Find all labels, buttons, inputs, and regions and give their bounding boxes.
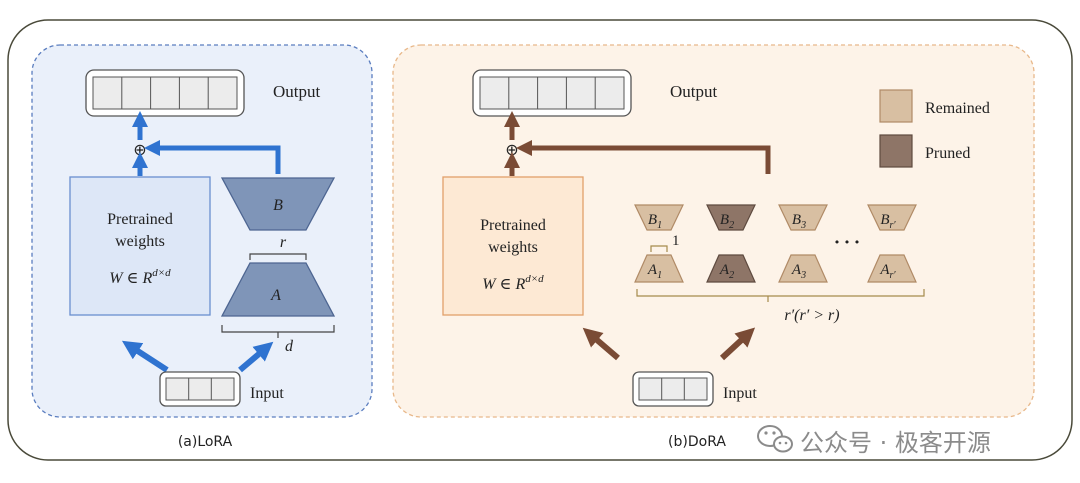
lora-output-box — [85, 69, 245, 117]
dora-pretrained-weights-box — [442, 176, 584, 316]
lora-panel: Output ⊕ Pretrained weights W ∈ Rd×d B r… — [31, 44, 373, 418]
lora-plus-icon: ⊕ — [133, 140, 146, 159]
dora-unit-bracket — [650, 245, 668, 252]
dora-arrow-components-to-plus — [515, 139, 771, 174]
dora-panel-bg — [392, 44, 1035, 418]
dora-weights-line1: Pretrained — [480, 217, 546, 234]
dora-B-matrix-1 — [634, 204, 684, 231]
dora-panel: Output Remained Pruned ⊕ Pretrained weig… — [392, 44, 1035, 418]
dora-input-box — [632, 371, 714, 407]
lora-pretrained-weights-box — [69, 176, 211, 316]
lora-arrow-input-to-A — [238, 341, 274, 373]
lora-weights-line2: weights — [115, 233, 165, 250]
dora-arrow-input-to-components — [719, 327, 756, 361]
dora-A-matrix-4 — [867, 254, 917, 283]
legend-remained-swatch — [879, 89, 913, 123]
lora-A-label: A — [270, 287, 281, 304]
lora-output-label: Output — [273, 82, 321, 101]
dora-output-box — [472, 69, 632, 117]
dora-output-label: Output — [670, 82, 718, 101]
lora-rank-label: r — [280, 234, 287, 251]
dora-B-label-2: B2 — [720, 212, 734, 231]
dora-B-matrix-3 — [778, 204, 828, 231]
dora-B-matrix-2 — [706, 204, 756, 231]
lora-B-label: B — [273, 197, 283, 214]
dora-A-matrix-2 — [706, 254, 756, 283]
dora-A-label-3: A3 — [791, 262, 806, 281]
dora-A-matrix-1 — [634, 254, 684, 283]
watermark: 公众号 · 极客开源 — [757, 425, 991, 457]
lora-weights-line1: Pretrained — [107, 211, 173, 228]
legend-remained-label: Remained — [925, 100, 990, 117]
dora-A-label-1: A1 — [647, 262, 662, 281]
lora-rank-bracket — [249, 253, 307, 260]
dora-B-matrix-4 — [867, 204, 917, 231]
legend-pruned-label: Pruned — [925, 145, 970, 162]
lora-caption: (a)LoRA — [178, 434, 233, 450]
dora-rank-label: r′(r′ > r) — [784, 307, 839, 324]
dora-B-label-1: B1 — [648, 212, 662, 231]
dora-input-label: Input — [723, 385, 757, 402]
dora-ellipsis: • • • — [834, 236, 860, 249]
lora-arrow-input-to-weights — [121, 340, 169, 373]
lora-B-matrix — [220, 177, 336, 231]
dora-B-label-4: Br′ — [880, 212, 896, 231]
dora-weights-formula: W ∈ Rd×d — [482, 273, 544, 293]
lora-input-label: Input — [250, 385, 284, 402]
dora-weights-line2: weights — [488, 239, 538, 256]
dora-caption: (b)DoRA — [668, 434, 726, 450]
lora-arrow-B-to-plus — [143, 139, 281, 174]
dora-B-label-3: B3 — [792, 212, 806, 231]
dora-unit-label: 1 — [672, 233, 680, 249]
dora-rank-bracket — [636, 289, 925, 302]
dora-A-matrix-3 — [778, 254, 828, 283]
lora-A-matrix — [220, 262, 336, 317]
dora-A-label-4: Ar′ — [879, 262, 896, 281]
dora-arrow-input-to-weights — [582, 327, 620, 361]
legend-pruned-swatch — [879, 134, 913, 168]
dora-plus-icon: ⊕ — [505, 140, 518, 159]
lora-input-box — [159, 371, 241, 407]
watermark-text: 公众号 · 极客开源 — [800, 429, 991, 457]
dora-A-label-2: A2 — [719, 262, 734, 281]
lora-dim-label: d — [285, 338, 294, 355]
wechat-icon — [757, 425, 793, 453]
lora-weights-formula: W ∈ Rd×d — [109, 267, 171, 287]
lora-dim-bracket — [221, 325, 335, 338]
